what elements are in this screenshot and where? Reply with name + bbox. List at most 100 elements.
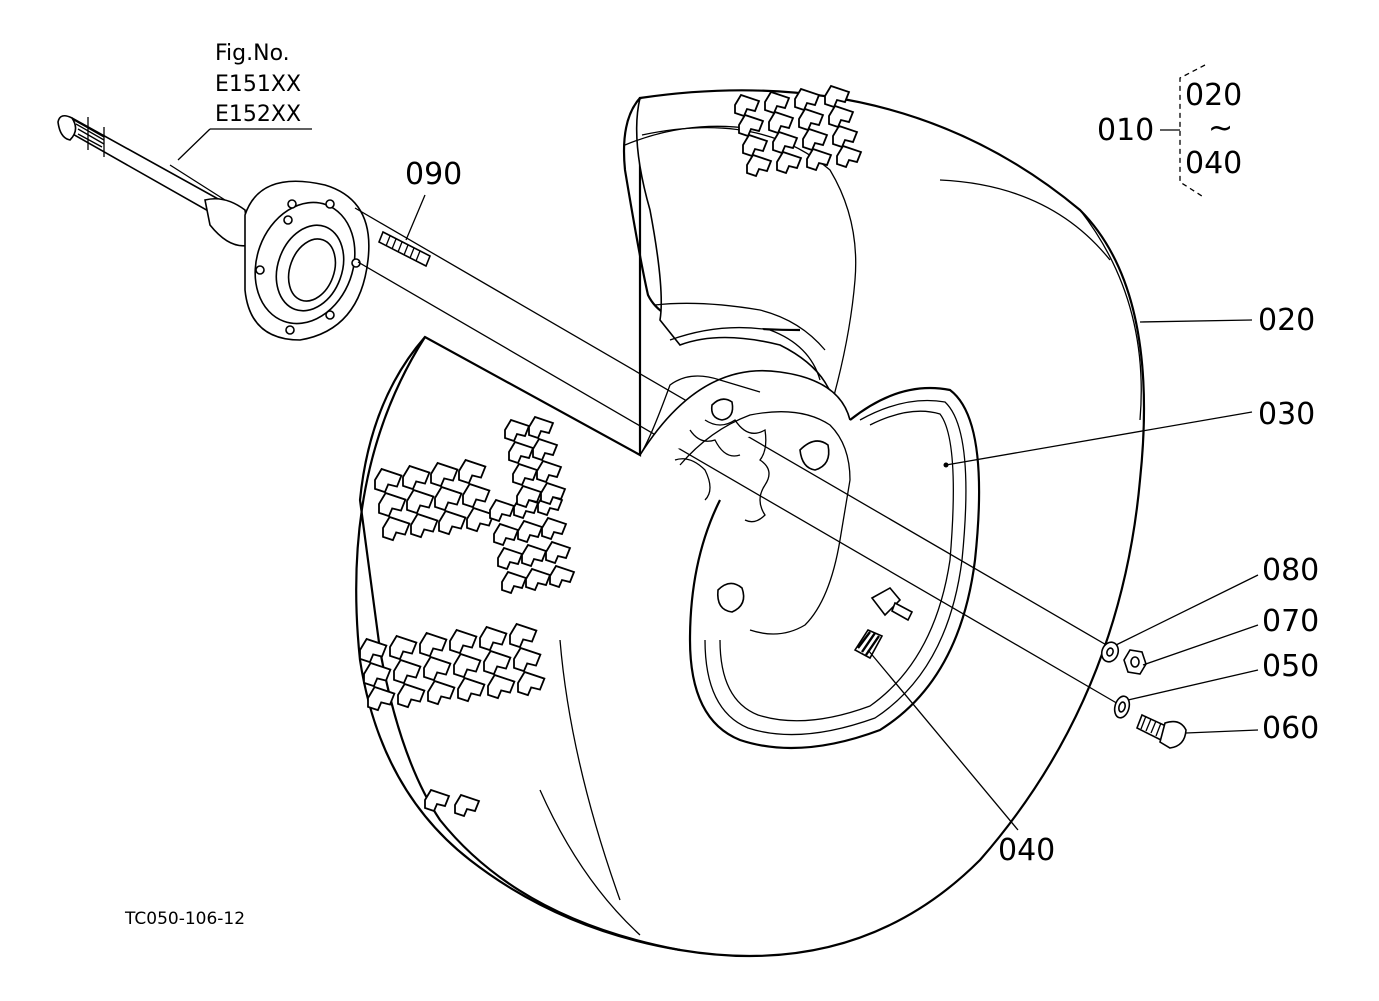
assembly-group: 010 020 ~ 040 bbox=[1097, 64, 1242, 199]
tread-lug bbox=[423, 655, 452, 682]
assembly-axis-lower bbox=[357, 261, 1121, 706]
tread-lugs bbox=[359, 84, 863, 818]
shaft-centerline bbox=[169, 164, 226, 201]
valve-stem bbox=[853, 586, 914, 660]
tread-lug bbox=[517, 670, 546, 697]
tread-lug bbox=[517, 519, 544, 544]
tread-lug bbox=[738, 113, 765, 138]
tread-lug bbox=[449, 628, 478, 655]
tread-lug bbox=[521, 543, 548, 568]
washer-050 bbox=[1113, 695, 1131, 719]
tread-lug bbox=[453, 652, 482, 679]
part-label-010: 010 bbox=[1097, 113, 1154, 148]
tread-lug bbox=[424, 788, 451, 813]
drawing-code: TC050-106-12 bbox=[124, 909, 245, 929]
tread-lug bbox=[768, 110, 795, 135]
tread-lug bbox=[545, 540, 572, 565]
tread-lug bbox=[367, 685, 396, 712]
tread-lug bbox=[410, 512, 439, 539]
tread-lug bbox=[742, 133, 769, 158]
tread-lug bbox=[525, 567, 552, 592]
tread-lug bbox=[528, 415, 555, 440]
part-label-040: 040 bbox=[998, 833, 1055, 868]
tread-lug bbox=[434, 485, 463, 512]
tread-lug bbox=[402, 464, 431, 491]
tread-lug bbox=[806, 147, 833, 172]
tread-lug bbox=[397, 682, 426, 709]
tread-lug bbox=[794, 87, 821, 112]
tread-lug bbox=[513, 646, 542, 673]
tread-lug bbox=[772, 130, 799, 155]
hub-flange bbox=[244, 180, 370, 341]
tread-lug bbox=[734, 93, 761, 118]
group-range-separator: ~ bbox=[1208, 111, 1233, 146]
tread-lug bbox=[828, 104, 855, 129]
tread-lug bbox=[427, 679, 456, 706]
tread-lug bbox=[798, 107, 825, 132]
tread-lug bbox=[438, 509, 467, 536]
group-range-start: 020 bbox=[1185, 78, 1242, 113]
tread-lug bbox=[541, 516, 568, 541]
tread-lug bbox=[406, 488, 435, 515]
hex-nut-070 bbox=[1123, 649, 1147, 675]
part-label-060: 060 bbox=[1262, 711, 1319, 746]
tread-lug bbox=[802, 127, 829, 152]
tread-lug bbox=[359, 637, 388, 664]
tread-lug bbox=[483, 649, 512, 676]
tread-lug bbox=[509, 622, 538, 649]
tread-lug bbox=[378, 491, 407, 518]
part-label-050: 050 bbox=[1262, 649, 1319, 684]
fig-no-label: Fig.No. bbox=[215, 41, 290, 66]
part-label-020: 020 bbox=[1258, 303, 1315, 338]
tread-lug bbox=[824, 84, 851, 109]
part-label-090: 090 bbox=[405, 157, 462, 192]
tread-lug bbox=[466, 506, 495, 533]
leader-020 bbox=[1139, 319, 1253, 323]
tread-lug bbox=[746, 153, 773, 178]
part-label-080: 080 bbox=[1262, 553, 1319, 588]
tread-lug bbox=[382, 515, 411, 542]
tread-lug bbox=[374, 467, 403, 494]
group-bracket bbox=[1179, 64, 1206, 199]
figure-number-block: Fig.No. E151XX E152XX bbox=[177, 41, 312, 161]
tread-lug bbox=[454, 793, 481, 818]
tread-lug bbox=[536, 459, 563, 484]
tread-lug bbox=[508, 440, 535, 465]
tread-lug bbox=[549, 564, 576, 589]
rim bbox=[639, 369, 981, 750]
tread-lug bbox=[532, 437, 559, 462]
tread-lug bbox=[776, 150, 803, 175]
fig-code-2: E152XX bbox=[215, 102, 301, 127]
fig-code-1: E151XX bbox=[215, 72, 301, 97]
leader-090 bbox=[405, 194, 426, 241]
tread-lug bbox=[832, 124, 859, 149]
tread-lug bbox=[458, 458, 487, 485]
leader-030-dot bbox=[943, 462, 949, 468]
tread-lug bbox=[462, 482, 491, 509]
leader-050 bbox=[1127, 669, 1259, 701]
lock-washer-080 bbox=[1100, 641, 1120, 663]
bolt-060 bbox=[1135, 713, 1187, 749]
leader-080 bbox=[1115, 574, 1259, 646]
tread-lug bbox=[457, 676, 486, 703]
leader-070 bbox=[1142, 624, 1259, 666]
tread-lug bbox=[393, 658, 422, 685]
fig-code-leader bbox=[177, 128, 211, 161]
stud-bolt bbox=[377, 230, 432, 268]
part-label-030: 030 bbox=[1258, 397, 1315, 432]
tread-lug bbox=[501, 570, 528, 595]
tread-lug bbox=[764, 90, 791, 115]
part-label-070: 070 bbox=[1262, 604, 1319, 639]
tread-lug bbox=[419, 631, 448, 658]
tread-lug bbox=[516, 484, 543, 509]
tread-lug bbox=[389, 634, 418, 661]
tread-lug bbox=[489, 498, 516, 523]
leader-030 bbox=[945, 411, 1253, 466]
tread-lug bbox=[540, 481, 567, 506]
leader-060 bbox=[1185, 729, 1259, 734]
tread-lug bbox=[836, 144, 863, 169]
tread-lug bbox=[479, 625, 508, 652]
axle-shaft bbox=[57, 114, 251, 247]
tread-lug bbox=[487, 673, 516, 700]
